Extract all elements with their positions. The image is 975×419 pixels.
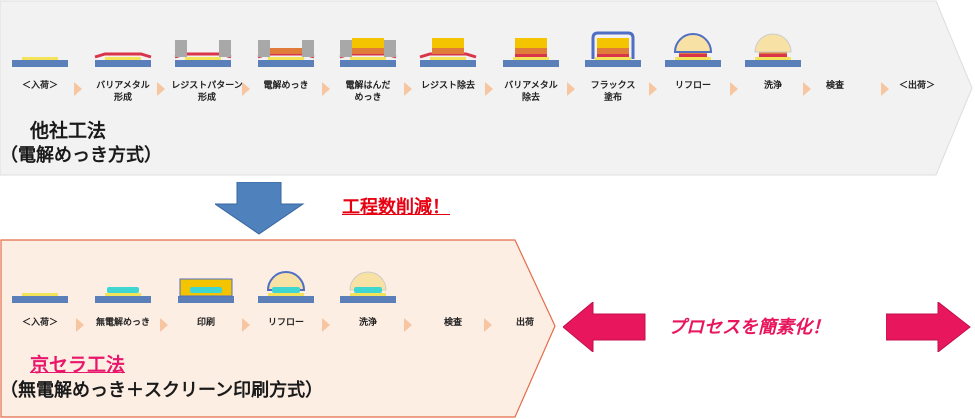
chevron-right-icon [484, 318, 492, 332]
icon-electroless-plating [95, 287, 151, 303]
kyocera-step-label: 出荷 [515, 318, 534, 328]
other-step-label: 検査 [825, 81, 844, 91]
chevron-right-icon [803, 82, 811, 96]
reduction-callout: 工程数削減！ [342, 197, 450, 218]
chevron-right-icon [242, 318, 250, 332]
chevron-right-icon [160, 318, 168, 332]
icon-reflow [258, 271, 314, 303]
other-step-label: 洗浄 [763, 81, 782, 91]
icon-barrier-metal-removal [503, 38, 559, 67]
other-process-icons [12, 31, 801, 67]
icon-reflow [665, 33, 721, 67]
kyocera-method-subtitle: （無電解めっき＋スクリーン印刷方式） [0, 380, 324, 401]
kyocera-step-label: リフロー [267, 318, 304, 328]
other-method-subtitle: （電解めっき方式） [0, 145, 162, 166]
kyocera-step-label: 印刷 [196, 318, 215, 328]
other-method-title: 他社工法 [30, 120, 107, 142]
chevron-right-icon [322, 82, 330, 96]
left-arrow-icon [563, 302, 646, 352]
icon-cleaning [745, 33, 801, 67]
kyocera-method-title: 京セラ工法 [30, 354, 126, 376]
chevron-right-icon [242, 82, 250, 96]
kyocera-step-label: ＜入荷＞ [21, 318, 58, 328]
chevron-right-icon [649, 82, 657, 96]
icon-electroplating [257, 40, 315, 67]
icon-resist-removal [419, 38, 477, 67]
icon-cleaning [340, 271, 396, 303]
icon-arrival [12, 57, 68, 67]
kyocera-process-icons [12, 271, 396, 303]
chevron-right-icon [322, 318, 330, 332]
kyocera-step-label: 洗浄 [358, 318, 377, 328]
icon-arrival [12, 293, 68, 303]
kyocera-method-panel [0, 239, 556, 418]
icon-solder-electroplating [339, 38, 397, 67]
chevron-right-icon [567, 82, 575, 96]
other-step-label: フラックス 塗布 [590, 81, 636, 103]
other-step-label: ＜出荷＞ [898, 81, 935, 91]
down-arrow-icon [215, 182, 305, 235]
chevron-right-icon [404, 82, 412, 96]
icon-resist-pattern [174, 40, 232, 67]
simplify-callout: プロセスを簡素化！ [668, 317, 830, 338]
other-step-label: レジスト除去 [420, 81, 475, 91]
other-step-label: リフロー [674, 81, 711, 91]
other-step-label: ＜入荷＞ [21, 81, 58, 91]
icon-printing [178, 278, 234, 303]
kyocera-step-label: 検査 [443, 318, 462, 328]
other-step-label: バリアメタル 除去 [504, 81, 558, 103]
chevron-right-icon [881, 82, 889, 96]
other-step-label: バリアメタル 形成 [96, 81, 150, 103]
right-arrow-icon [886, 302, 971, 352]
chevron-right-icon [404, 318, 412, 332]
kyocera-step-label: 無電解めっき [95, 318, 150, 328]
icon-barrier-metal-formation [94, 52, 152, 67]
other-step-label: 電解はんだ めっき [345, 81, 391, 103]
other-step-label: レジストパターン 形成 [171, 81, 243, 103]
other-step-label: 電解めっき [263, 81, 309, 91]
icon-flux-application [585, 31, 641, 67]
chevron-right-icon [730, 82, 738, 96]
chevron-right-icon [157, 82, 165, 96]
chevron-right-icon [485, 82, 493, 96]
chevron-right-icon [76, 318, 84, 332]
chevron-right-icon [74, 82, 82, 96]
